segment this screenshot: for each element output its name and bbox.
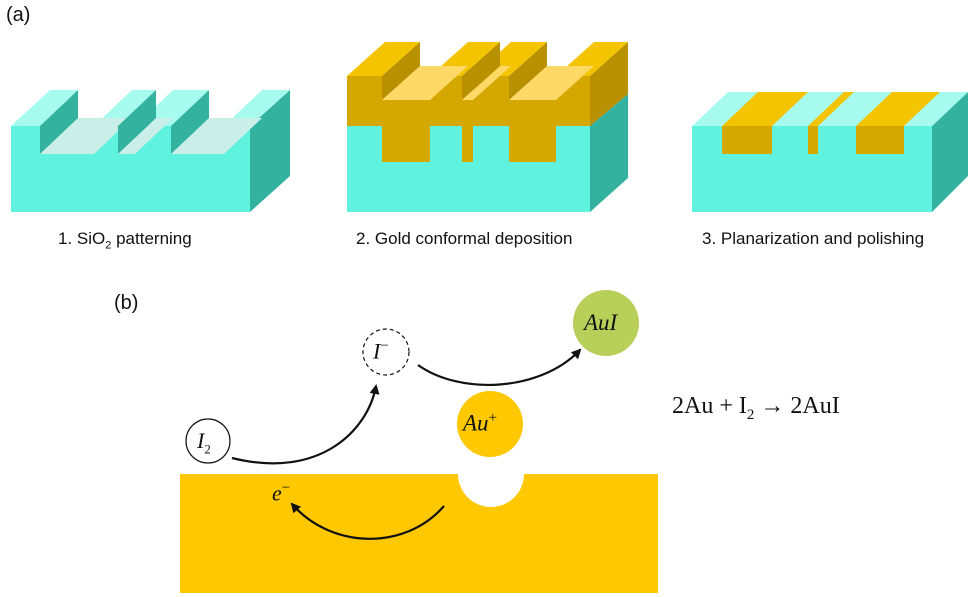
- sio2-patterned-block: [11, 90, 290, 212]
- iodine-molecule-circle: [185, 418, 231, 464]
- step-3-label: 3. Planarization and polishing: [702, 229, 925, 248]
- gold-ion-circle: [457, 391, 523, 457]
- step-2-label: 2. Gold conformal deposition: [356, 229, 573, 248]
- gold-iodide-label: AuI: [584, 310, 618, 335]
- reaction-equation: 2Au + I2 → 2AuI: [672, 393, 840, 423]
- step-1-label: 1. SiO2 patterning: [58, 229, 192, 252]
- electron-label: e−: [272, 480, 291, 506]
- iodide-ion-label: I−: [373, 338, 389, 364]
- arrow-iodine-to-iodide: [231, 384, 380, 465]
- panel-b-label: (b): [114, 292, 139, 314]
- gold-deposition-block: [347, 42, 628, 212]
- gold-substrate: [180, 474, 658, 593]
- arrow-iodide-to-gold-iodide: [417, 348, 582, 387]
- gold-iodide-circle: [573, 290, 639, 356]
- arrow-electron-transfer: [290, 502, 445, 540]
- iodine-molecule-label: I2: [197, 428, 211, 457]
- gold-ion-label: Au+: [463, 410, 498, 436]
- iodide-ion-circle: [362, 328, 410, 376]
- panel-a-label: (a): [6, 4, 31, 26]
- planarized-block: [692, 92, 968, 212]
